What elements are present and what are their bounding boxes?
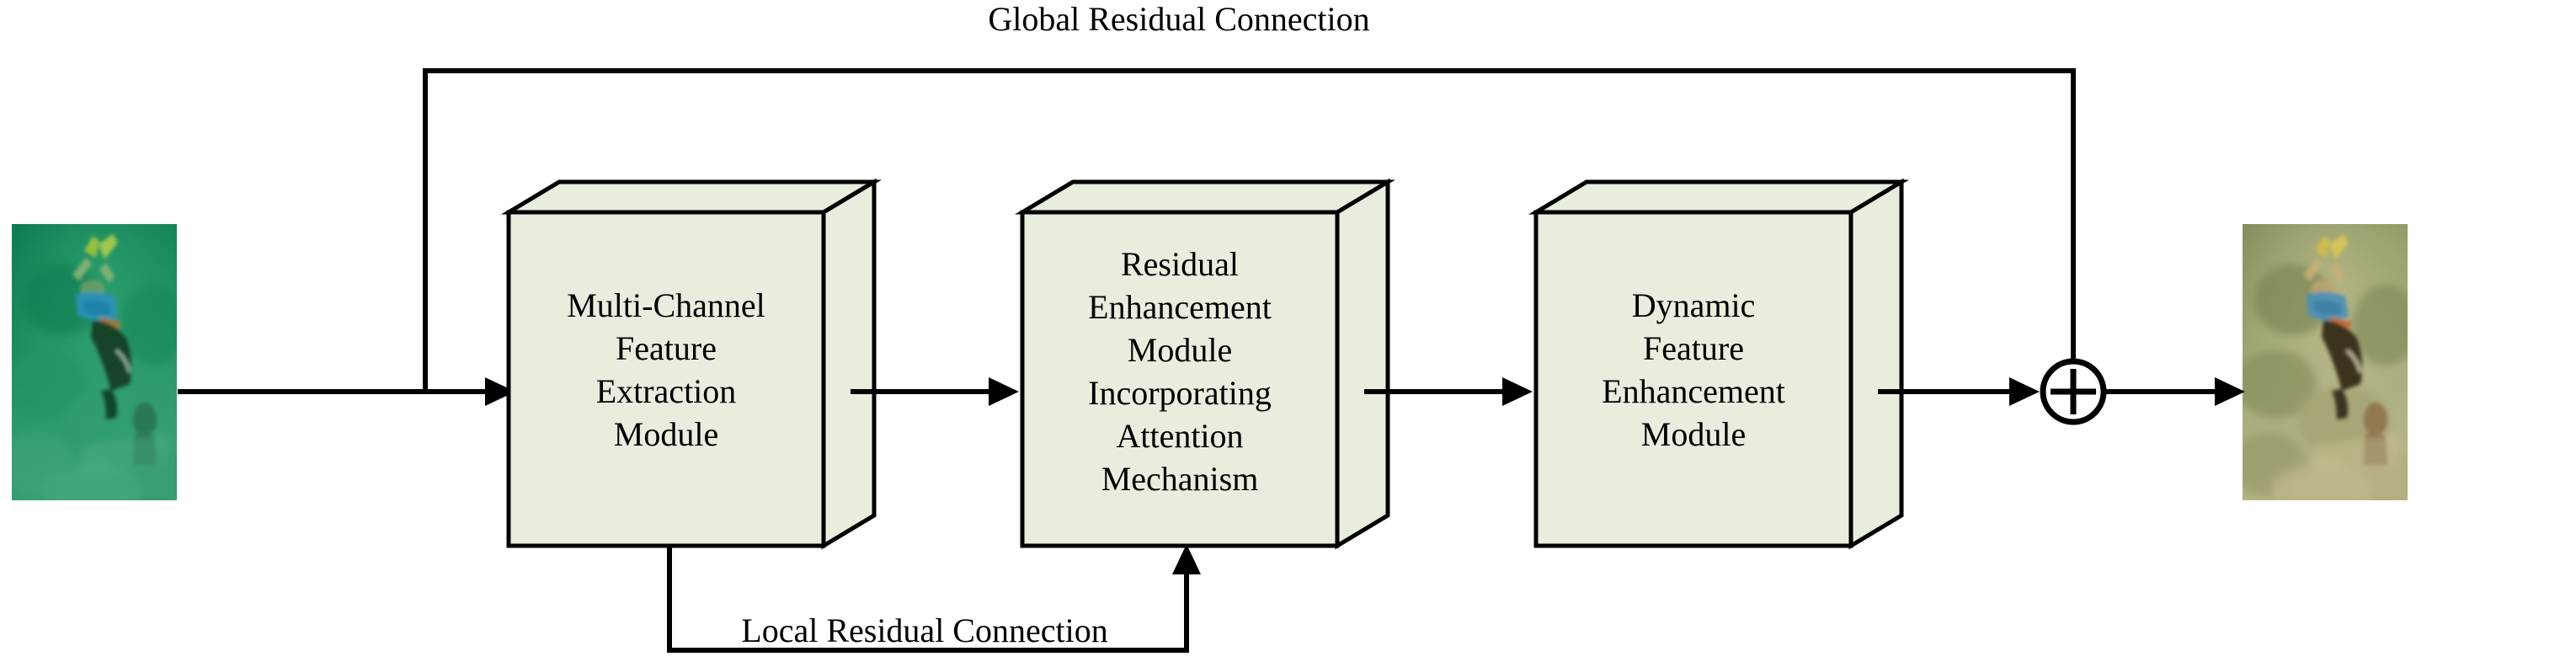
module1-label-line-3: Module	[614, 415, 718, 453]
arrow-head-1	[485, 377, 515, 406]
module1-side-face	[821, 178, 877, 550]
local-residual-path	[667, 546, 1189, 653]
flow-module1-to-module2	[851, 377, 1019, 406]
module2-label-line-1: Enhancement	[1088, 288, 1272, 326]
module2-side-face	[1335, 178, 1390, 550]
arrow-head-2	[989, 377, 1019, 406]
module2-top-face	[1014, 179, 1396, 215]
local-residual-connection-label: Local Residual Connection	[741, 611, 1107, 649]
module1-label-line-1: Feature	[616, 329, 717, 367]
flow-input-to-module1	[178, 377, 515, 406]
module3-label-line-0: Dynamic	[1632, 286, 1756, 324]
flow-module2-to-module3	[1364, 377, 1533, 406]
input-image	[12, 224, 177, 500]
global-residual-connection	[423, 68, 2076, 392]
flow-module3-to-sum	[1878, 377, 2040, 406]
module1-label-line-2: Extraction	[596, 372, 737, 410]
arrow-head-3	[1502, 377, 1533, 406]
module2-label-line-5: Mechanism	[1101, 460, 1259, 498]
module1-label-line-0: Multi-Channel	[567, 286, 765, 324]
flow-sum-to-output	[2104, 377, 2245, 406]
summation-node[interactable]	[2040, 358, 2107, 425]
local-residual-arrow-head	[1172, 544, 1201, 574]
module3-label-line-3: Module	[1641, 415, 1746, 453]
output-image-canvas	[2243, 224, 2408, 500]
arrow-head-5	[2215, 377, 2245, 406]
module3-side-face	[1848, 178, 1904, 550]
residual-enhancement-module[interactable]: Residual Enhancement Module Incorporatin…	[1014, 178, 1396, 550]
module3-top-face	[1528, 179, 1910, 215]
module2-label-line-4: Attention	[1116, 417, 1243, 455]
global-residual-connection-label: Global Residual Connection	[988, 0, 1369, 38]
module1-top-face	[500, 179, 883, 215]
module2-front-face	[1020, 210, 1340, 548]
global-residual-path	[423, 68, 2076, 392]
module2-label-line-3: Incorporating	[1088, 374, 1272, 412]
module1-front-face	[506, 210, 826, 548]
dynamic-feature-enhancement-module[interactable]: Dynamic Feature Enhancement Module	[1528, 178, 1910, 550]
module3-label-line-1: Feature	[1643, 329, 1744, 367]
local-residual-connection	[667, 544, 1201, 653]
input-image-canvas	[12, 224, 177, 500]
multi-channel-feature-extraction-module[interactable]: Multi-Channel Feature Extraction Module	[500, 178, 883, 550]
module3-label-line-2: Enhancement	[1602, 372, 1785, 410]
module2-label-line-0: Residual	[1121, 245, 1239, 283]
module3-front-face	[1533, 210, 1853, 548]
module2-label-line-2: Module	[1128, 331, 1232, 369]
arrow-head-4	[2009, 377, 2040, 406]
output-image	[2243, 224, 2408, 500]
